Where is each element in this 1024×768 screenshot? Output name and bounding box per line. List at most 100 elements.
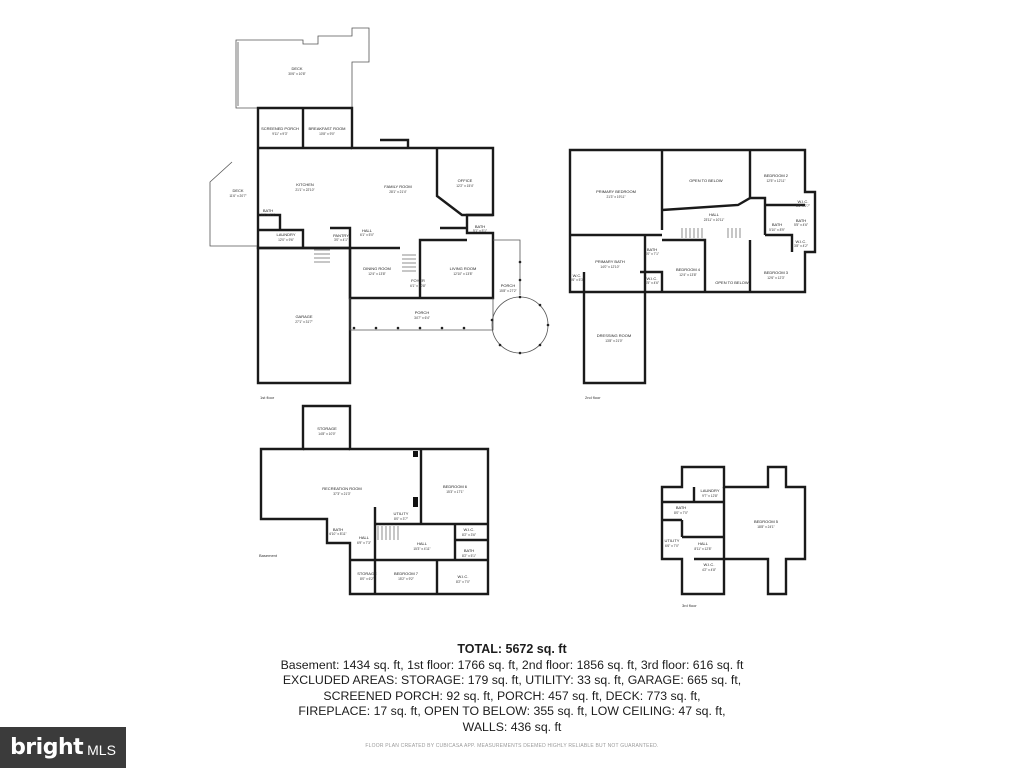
room-dim: 4'2" x 4'8" xyxy=(702,568,716,572)
room-dim: 13'8" x 21'0" xyxy=(605,339,622,343)
room-dim: 8'2" x 7'0" xyxy=(456,580,470,584)
disclaimer: FLOOR PLAN CREATED BY CUBICASA APP. MEAS… xyxy=(365,743,659,749)
room-name: PRIMARY BEDROOM xyxy=(596,189,636,194)
room-dim: 6'6" x 7'0" xyxy=(665,544,679,548)
room-dim: 3'6" x 5'3" xyxy=(570,278,584,282)
room-dim: 6'1" x 10'8" xyxy=(410,284,426,288)
room-name: W.I.C. xyxy=(704,562,715,567)
room-name: OPEN TO BELOW xyxy=(689,178,723,183)
room-dim: 28'1" x 21'4" xyxy=(389,190,406,194)
room-name: W.C. xyxy=(573,273,582,278)
stairs-basement xyxy=(377,526,399,540)
room-name: UTILITY xyxy=(394,511,409,516)
room-name: HALL xyxy=(709,212,720,217)
room-dim: 12'6" x 12'3" xyxy=(767,276,784,280)
stairs-1st-floor xyxy=(314,249,416,272)
floor-label: 3rd floor xyxy=(682,603,697,608)
room-dim: 10'8" x 9'0" xyxy=(319,132,335,136)
room-name: SCREENED PORCH xyxy=(261,126,299,131)
room-name: PRIMARY BATH xyxy=(595,259,625,264)
room-dim: 3'8" x 4'2" xyxy=(794,244,808,248)
logo-suffix: MLS xyxy=(87,741,116,758)
room-name: BEDROOM 7 xyxy=(394,571,419,576)
floor-label: Basement xyxy=(259,553,278,558)
room-name: OFFICE xyxy=(458,178,473,183)
room-name: STORAGE xyxy=(317,426,337,431)
room-name: FOYER xyxy=(411,278,425,283)
room-dim: 8'11" x 12'8" xyxy=(694,547,711,551)
room-dim: 5'10" x 8'9" xyxy=(769,228,785,232)
room-dim: 37'3" x 21'3" xyxy=(333,492,350,496)
room-name: W.I.C. xyxy=(464,527,475,532)
room-name: BATH xyxy=(475,224,485,229)
room-name: FAMILY ROOM xyxy=(384,184,411,189)
room-dim: 15'3" x 4'11" xyxy=(413,547,430,551)
bright-mls-logo: bright MLS xyxy=(0,727,126,768)
room-name: DECK xyxy=(232,188,243,193)
room-dim: 12'2" x 15'4" xyxy=(456,184,473,188)
room-name: OPEN TO BELOW xyxy=(715,280,749,285)
room-dim: 12'10" x 13'8" xyxy=(453,272,472,276)
room-name: PORCH xyxy=(501,283,516,288)
excluded-areas-line: FIREPLACE: 17 sq. ft, OPEN TO BELOW: 355… xyxy=(298,704,726,718)
room-name: STORAGE xyxy=(357,571,377,576)
room-dim: 3'0" x 4'1" xyxy=(334,238,348,242)
excluded-areas-line: SCREENED PORCH: 92 sq. ft, PORCH: 457 sq… xyxy=(323,688,701,703)
room-dim: 14'8" x 10'0" xyxy=(318,432,335,436)
room-name: BATH xyxy=(647,247,657,252)
room-dim: 6'9" x 7'3" xyxy=(357,541,371,545)
room-dim: 8'0" x 7'0" xyxy=(674,511,688,515)
room-name: BEDROOM 6 xyxy=(443,484,468,489)
total-area: TOTAL: 5672 sq. ft xyxy=(457,642,567,656)
room-dim: 8'0" x 6'2" xyxy=(360,577,374,581)
room-name: BEDROOM 5 xyxy=(754,519,779,524)
walls-area: WALLS: 436 sq. ft xyxy=(462,719,562,734)
room-dim: 23'11" x 10'11" xyxy=(704,218,725,222)
room-dim: 21'3" x 19'11" xyxy=(606,195,625,199)
room-dim: 5'5" x 4'6" xyxy=(794,223,808,227)
room-name: BATH xyxy=(796,218,806,223)
room-dim: 5'4" x 4'1" xyxy=(261,213,275,217)
room-dim: 15'2" x 9'2" xyxy=(398,577,414,581)
room-name: HALL xyxy=(698,541,709,546)
logo-wordmark: bright xyxy=(10,735,84,760)
room-dim: 8'0" x 3'7" xyxy=(394,517,408,521)
room-name: BEDROOM 4 xyxy=(676,267,701,272)
room-dim: 9'7" x 12'8" xyxy=(702,494,718,498)
room-name: UTILITY xyxy=(665,538,680,543)
room-dim: 5'5" x 2'7" xyxy=(796,204,810,208)
room-name: LAUNDRY xyxy=(276,232,295,237)
room-dim: 30'6" x 10'8" xyxy=(288,72,305,76)
room-name: W.I.C. xyxy=(458,574,469,579)
room-name: HALL xyxy=(359,535,370,540)
area-summary: TOTAL: 5672 sq. ft Basement: 1434 sq. ft… xyxy=(212,642,812,735)
floor-label: 2nd floor xyxy=(585,395,601,400)
room-name: BEDROOM 3 xyxy=(764,270,789,275)
room-dim: 34'7" x 6'4" xyxy=(414,316,430,320)
excluded-areas-line: EXCLUDED AREAS: STORAGE: 179 sq. ft, UTI… xyxy=(282,673,742,687)
room-name: HALL xyxy=(417,541,428,546)
room-dim: 6'10" x 8'11" xyxy=(329,532,346,536)
room-name: BATH xyxy=(333,527,343,532)
room-name: BATH xyxy=(263,208,273,213)
room-dim: 8'2" x 3'6" xyxy=(462,533,476,537)
room-dim: 27'1" x 31'7" xyxy=(295,320,312,324)
room-name: HALL xyxy=(362,228,373,233)
stairs-2nd-floor xyxy=(681,228,741,238)
floor-areas: Basement: 1434 sq. ft, 1st floor: 1766 s… xyxy=(280,657,744,672)
room-name: BATH xyxy=(676,505,686,510)
room-name: BEDROOM 2 xyxy=(764,173,789,178)
room-dim: 12'0" x 9'6" xyxy=(278,238,294,242)
room-name: LIVING ROOM xyxy=(450,266,477,271)
basement-plan: STORAGE 14'8" x 10'0" RECREATION ROOM 37… xyxy=(259,404,490,596)
room-name: DRESSING ROOM xyxy=(597,333,631,338)
room-dim: 12'4" x 13'8" xyxy=(679,273,696,277)
room-dim: 15'8" x 27'2" xyxy=(499,289,516,293)
room-name: PANTRY xyxy=(333,233,349,238)
room-name: DINING ROOM xyxy=(363,266,391,271)
room-dim: 5'1" x 5'1" xyxy=(473,229,487,233)
floor-label: 1st floor xyxy=(260,395,275,400)
room-name: W.I.C. xyxy=(798,199,809,204)
room-dim: 14'0" x 12'10" xyxy=(600,265,619,269)
